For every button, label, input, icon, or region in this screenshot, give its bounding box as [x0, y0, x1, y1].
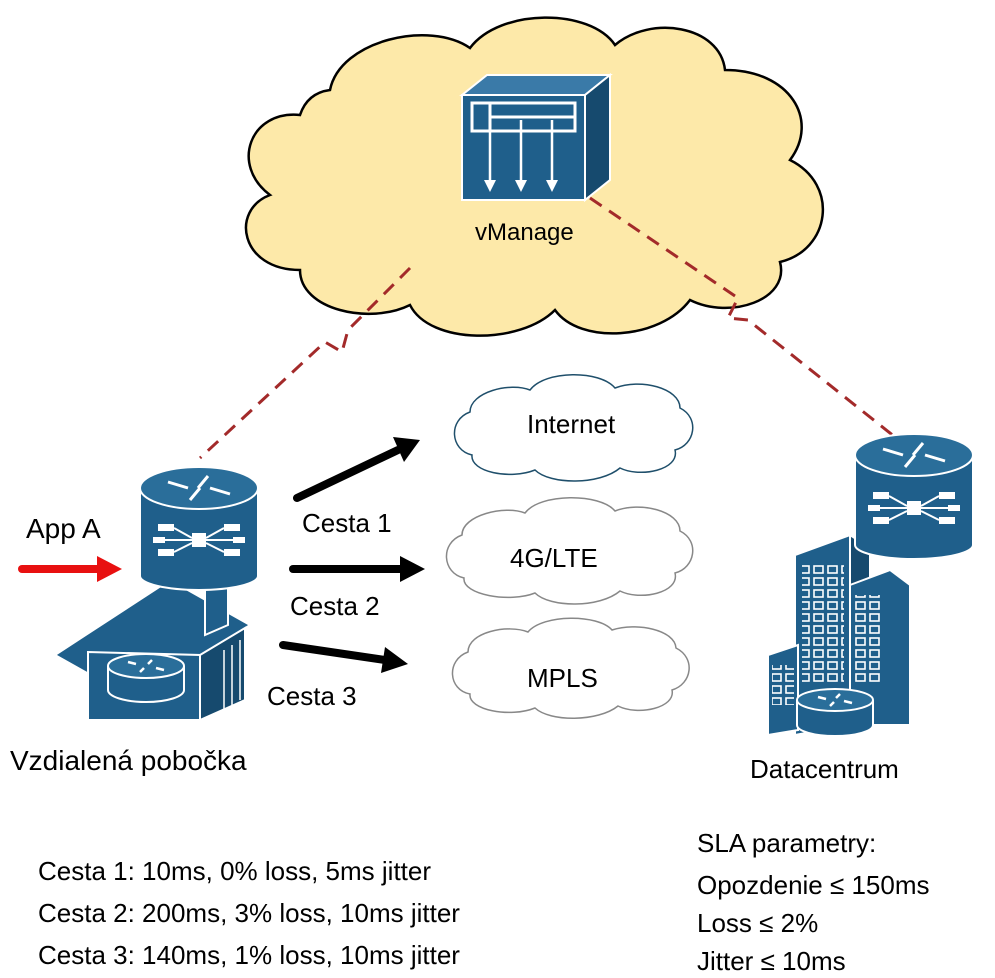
internet-cloud-icon: [453, 374, 694, 482]
sla-item-jitter: Jitter ≤ 10ms: [697, 946, 846, 976]
router-icon: [854, 433, 974, 560]
control-link-branch: [198, 266, 412, 460]
path-metric-1: Cesta 1: 10ms, 0% loss, 5ms jitter: [38, 856, 431, 886]
datacenter-label: Datacentrum: [750, 754, 899, 784]
internet-label: Internet: [527, 409, 616, 439]
vmanage-label: vManage: [475, 219, 574, 246]
vmanage-icon: [459, 72, 613, 203]
branch-label: Vzdialená pobočka: [10, 745, 247, 776]
app-label: App A: [26, 513, 101, 544]
arrow-icon: [289, 556, 425, 582]
mpls-label: MPLS: [527, 663, 598, 693]
control-link-datacenter: [589, 196, 896, 439]
path1-label: Cesta 1: [302, 508, 392, 538]
path3-label: Cesta 3: [267, 681, 357, 711]
arrow-icon: [293, 437, 420, 502]
sla-item-loss: Loss ≤ 2%: [697, 908, 818, 938]
sla-title: SLA parametry:: [697, 828, 876, 858]
lte-label: 4G/LTE: [510, 543, 598, 573]
lte-cloud-icon: [445, 497, 694, 605]
path-metric-3: Cesta 3: 140ms, 1% loss, 10ms jitter: [38, 940, 460, 970]
datacenter-building-icon: [767, 533, 911, 737]
router-icon: [139, 466, 259, 591]
mpls-cloud-icon: [451, 617, 690, 719]
arrow-icon: [279, 641, 408, 673]
app-arrow-icon: [18, 556, 122, 582]
branch-building-icon: [53, 576, 252, 722]
sla-item-latency: Opozdenie ≤ 150ms: [697, 870, 930, 900]
path-metric-2: Cesta 2: 200ms, 3% loss, 10ms jitter: [38, 898, 460, 928]
path2-label: Cesta 2: [290, 591, 380, 621]
